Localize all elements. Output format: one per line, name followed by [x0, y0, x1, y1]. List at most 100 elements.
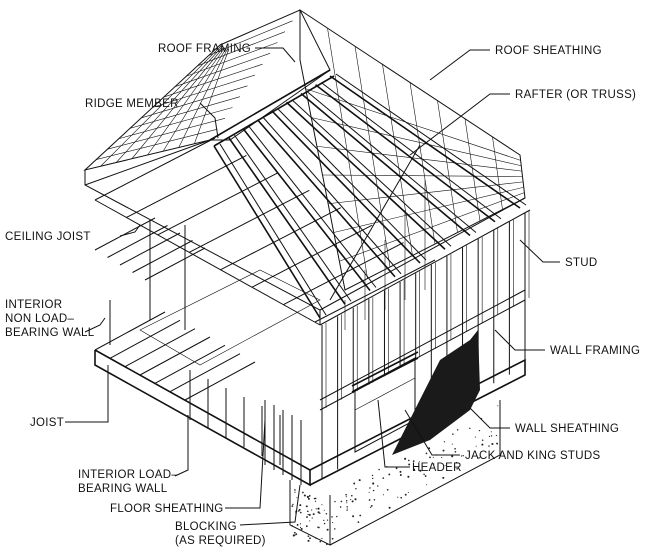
concrete-stipple-dot: [488, 445, 490, 447]
ceiling-frame: [84, 139, 531, 326]
concrete-stipple-dot: [395, 467, 398, 470]
floor-joist-member: [169, 353, 241, 393]
concrete-stipple-dot: [419, 469, 422, 472]
concrete-stipple-dot: [325, 542, 328, 546]
concrete-stipple-dot: [462, 455, 464, 457]
rafter-member: [263, 117, 402, 275]
callout-labels: ROOF FRAMING ROOF SHEATHING RIDGE MEMBER…: [5, 43, 640, 547]
concrete-stipple-dot: [488, 435, 491, 437]
concrete-stipple-dot: [315, 537, 317, 539]
concrete-stipple-dot: [331, 516, 333, 518]
concrete-stipple-dot: [388, 473, 391, 476]
concrete-stipple-dot: [443, 441, 446, 443]
concrete-stipple-dot: [307, 497, 310, 500]
label-rafter: RAFTER (OR TRUSS): [515, 89, 636, 101]
label-wall-sheathing: WALL SHEATHING: [515, 423, 619, 435]
floor-joists: [94, 217, 256, 401]
concrete-stipple-dot: [351, 494, 353, 497]
concrete-stipple-dot: [368, 491, 370, 494]
upper-wall-studs: [321, 180, 530, 410]
concrete-stipple-dot: [306, 495, 309, 498]
concrete-stipple-dot: [357, 521, 360, 523]
concrete-stipple-dot: [451, 443, 453, 445]
label-interior-nonload-line1: INTERIOR: [5, 299, 62, 311]
concrete-stipple-dot: [404, 493, 407, 496]
concrete-stipple-dot: [305, 525, 308, 528]
concrete-stipple-dot: [313, 497, 316, 500]
ceiling-joist-member: [251, 224, 373, 288]
concrete-stipple-dot: [496, 442, 499, 445]
ceiling-joist-member: [94, 137, 216, 201]
concrete-stipple-dot: [378, 468, 380, 471]
floor-joist-member: [94, 311, 166, 351]
concrete-stipple-dot: [355, 488, 357, 490]
concrete-stipple-dot: [454, 450, 457, 453]
concrete-stipple-dot: [302, 491, 304, 494]
concrete-stipple-dot: [299, 504, 302, 507]
rafter-member: [306, 91, 477, 233]
concrete-stipple-dot: [481, 443, 484, 446]
concrete-stipple-dot: [312, 513, 315, 516]
concrete-stipple-dot: [399, 474, 402, 476]
concrete-stipple-dot: [291, 525, 294, 527]
concrete-stipple-dot: [358, 479, 361, 482]
ceiling-joist-member: [144, 247, 206, 281]
concrete-stipple-dot: [454, 447, 456, 450]
concrete-stipple-dot: [299, 523, 302, 525]
concrete-stipple-dot: [441, 457, 443, 459]
concrete-stipple-dot: [303, 494, 306, 497]
ridge-member: [209, 69, 335, 147]
concrete-stipple-dot: [345, 500, 348, 502]
ceiling-joist-member: [119, 232, 181, 266]
concrete-stipple-dot: [475, 445, 477, 447]
concrete-stipple-dot: [294, 534, 296, 536]
concrete-stipple-dot: [300, 511, 302, 514]
concrete-stipple-dot: [294, 491, 296, 493]
concrete-stipple-dot: [307, 513, 309, 516]
concrete-stipple-dot: [451, 455, 454, 458]
rafter-member: [277, 108, 427, 261]
concrete-stipple-dot: [452, 433, 454, 435]
label-roof-framing: ROOF FRAMING: [158, 43, 251, 55]
concrete-stipple-dot: [491, 442, 494, 446]
concrete-stipple-dot: [331, 537, 334, 540]
concrete-stipple-dot: [456, 429, 459, 431]
concrete-stipple-dot: [300, 527, 303, 531]
concrete-stipple-dot: [369, 487, 371, 489]
concrete-stipple-dot: [495, 434, 497, 437]
concrete-stipple-dot: [311, 517, 313, 519]
concrete-stipple-dot: [373, 498, 376, 501]
concrete-stipple-dot: [447, 465, 449, 467]
concrete-stipple-dot: [309, 537, 311, 540]
concrete-stipple-dot: [400, 496, 403, 499]
concrete-stipple-dot: [334, 528, 336, 530]
rafter-member: [321, 82, 502, 220]
concrete-stipple-dot: [377, 485, 379, 487]
concrete-stipple-dot: [296, 497, 298, 499]
concrete-stipple-dot: [321, 504, 323, 506]
concrete-stipple-dot: [456, 468, 458, 470]
rafter-member: [300, 92, 471, 237]
concrete-stipple-dot: [372, 489, 375, 492]
concrete-stipple-dot: [311, 509, 313, 511]
concrete-stipple-dot: [497, 405, 499, 407]
concrete-stipple-dot: [354, 498, 357, 501]
concrete-stipple-dot: [444, 464, 446, 467]
label-floor-sheathing: FLOOR SHEATHING: [110, 503, 224, 515]
rafter-member: [242, 128, 371, 291]
concrete-stipple-dot: [307, 535, 310, 538]
concrete-stipple-dot: [306, 510, 309, 513]
roof-sheathing-panels: [299, 9, 526, 291]
label-blocking-line2: (AS REQUIRED): [175, 535, 266, 547]
concrete-stipple-dot: [296, 523, 299, 526]
wall-sheathing-patch: [392, 330, 480, 455]
label-joist: JOIST: [30, 417, 64, 429]
concrete-stipple-dot: [474, 436, 476, 438]
concrete-stipple-dot: [323, 509, 325, 511]
label-roof-sheathing: ROOF SHEATHING: [495, 45, 602, 57]
concrete-stipple-dot: [442, 476, 445, 479]
ceiling-joist-member: [157, 172, 279, 236]
concrete-stipple-dot: [332, 521, 334, 524]
concrete-stipple-dot: [293, 531, 296, 534]
